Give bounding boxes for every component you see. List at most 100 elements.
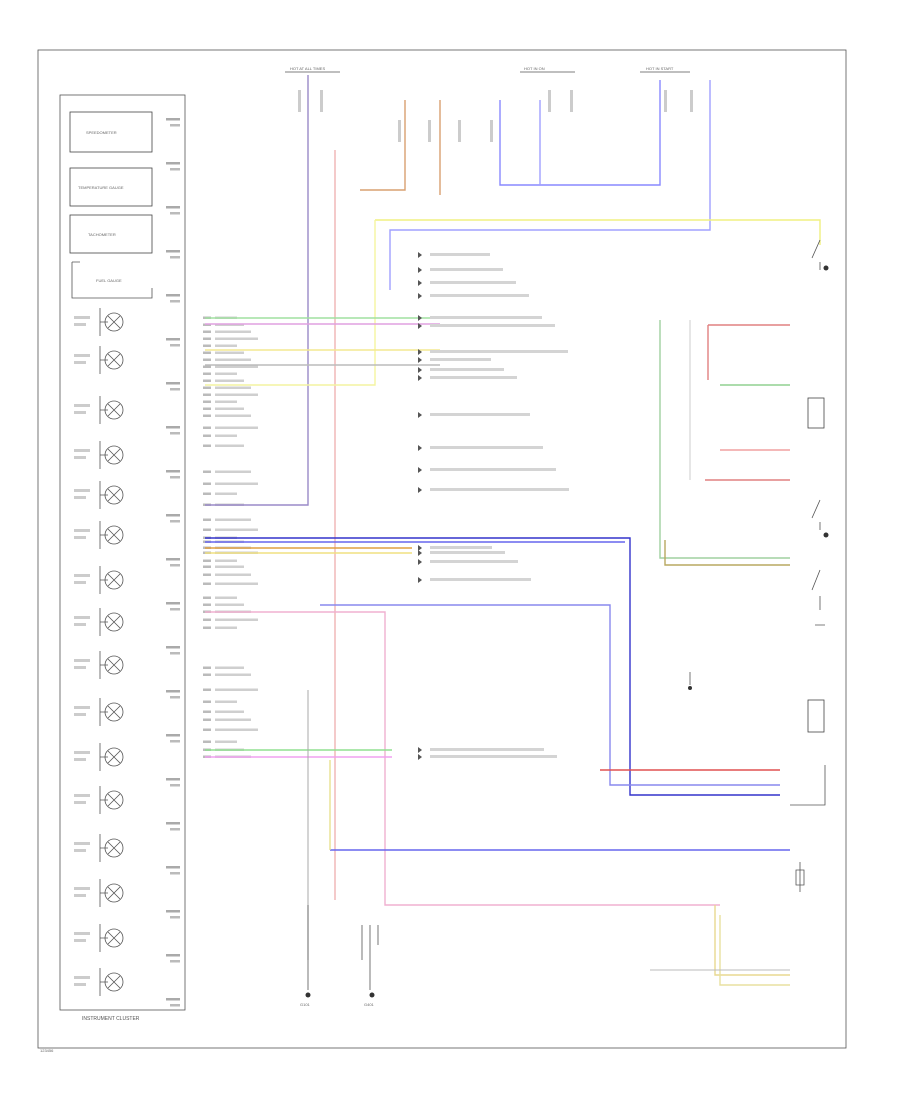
bulb-filament — [107, 403, 121, 417]
pin-mark — [166, 734, 180, 737]
module-text-mark — [430, 578, 531, 581]
bulb-icon — [104, 790, 124, 810]
bulb-name-mark — [74, 316, 90, 319]
row-pin — [203, 573, 211, 576]
module-text-mark — [430, 551, 505, 554]
pin-mark — [170, 432, 180, 435]
module-text-mark — [430, 755, 557, 758]
bulb-icon — [104, 525, 124, 545]
bulb-name-mark — [74, 894, 86, 897]
ground-points: G101 G401 — [300, 905, 379, 1007]
bulb-name-mark — [74, 849, 86, 852]
page-frame — [37, 49, 847, 1049]
pin-mark — [166, 382, 180, 385]
row-wire-label — [215, 482, 258, 485]
module-text-mark — [430, 560, 518, 563]
row-wire-label — [215, 618, 258, 621]
module-arrow — [418, 550, 422, 556]
module-text-mark — [430, 413, 530, 416]
bulb-lead — [99, 566, 108, 594]
wire-yellow-br-2 — [719, 915, 790, 986]
power-label-1: HOT AT ALL TIMES — [290, 66, 325, 71]
bulb-name-mark — [74, 529, 90, 532]
switch-top-right — [811, 239, 821, 270]
pin-mark — [170, 344, 180, 347]
pin-mark — [170, 388, 180, 391]
fuse-text-mark — [320, 90, 323, 112]
row-pin — [203, 740, 211, 743]
pin-mark — [166, 954, 180, 957]
module-arrow — [418, 357, 422, 363]
pin-mark — [166, 646, 180, 649]
pin-mark — [166, 470, 180, 473]
ground-label-g401: G401 — [364, 1002, 375, 1007]
speedometer-box — [69, 111, 153, 153]
bulb-lead — [99, 968, 108, 996]
row-wire-label — [215, 559, 237, 562]
bulb-name-mark — [74, 932, 90, 935]
fuse-text-mark — [664, 90, 667, 112]
module-arrow — [418, 487, 422, 493]
pin-mark — [166, 998, 180, 1001]
row-pin — [203, 337, 211, 340]
pin-mark — [170, 608, 180, 611]
bulb-icon — [104, 312, 124, 332]
bulb-name-mark — [74, 713, 86, 716]
bulb-icon — [104, 747, 124, 767]
cluster-pins — [166, 118, 180, 1007]
row-wire-label — [215, 386, 251, 389]
bulb-lead — [99, 834, 108, 862]
bulb-lead — [99, 924, 108, 952]
bulb-lead — [99, 698, 108, 726]
module-text-mark — [430, 268, 503, 271]
bulb-filament — [107, 750, 121, 764]
bulb-icon — [104, 928, 124, 948]
module-arrow — [418, 267, 422, 273]
module-arrow — [418, 467, 422, 473]
module-text-mark — [430, 281, 516, 284]
row-pin — [203, 323, 211, 326]
row-pin — [203, 426, 211, 429]
pin-mark — [170, 828, 180, 831]
tachometer-label: TACHOMETER — [88, 232, 116, 237]
row-pin — [203, 688, 211, 691]
bulb-filament — [107, 615, 121, 629]
bulb-icon — [104, 972, 124, 992]
fuse-text-mark — [570, 90, 573, 112]
bulb-lead — [99, 786, 108, 814]
row-wire-label — [215, 673, 251, 676]
pin-mark — [170, 168, 180, 171]
parking-brake-switch — [811, 499, 821, 530]
pin-mark — [170, 256, 180, 259]
wire-hot-at-all-times — [205, 75, 309, 506]
bulb-name-mark — [74, 887, 90, 890]
module-arrow — [418, 545, 422, 551]
row-pin — [203, 470, 211, 473]
row-wire-label — [215, 666, 244, 669]
module-arrow — [418, 375, 422, 381]
pin-mark — [170, 696, 180, 699]
row-wire-label — [215, 393, 258, 396]
pin-mark — [170, 476, 180, 479]
wire-yellow-long — [375, 219, 821, 245]
wire-pink-612 — [205, 611, 720, 906]
module-arrow — [418, 280, 422, 286]
row-pin — [203, 710, 211, 713]
module-text-mark — [430, 748, 544, 751]
row-wire-label — [215, 351, 244, 354]
row-wire-label — [215, 444, 244, 447]
row-pin — [203, 372, 211, 375]
bulb-name-mark — [74, 323, 86, 326]
fuel-gauge-label: FUEL GAUGE — [96, 278, 122, 283]
row-wire-label — [215, 710, 244, 713]
module-text-mark — [430, 468, 556, 471]
bulb-icon — [104, 400, 124, 420]
pin-mark — [166, 338, 180, 341]
wire-olive-loop — [664, 540, 790, 566]
module-arrow — [418, 445, 422, 451]
bulb-lead — [99, 396, 108, 424]
row-pin — [203, 582, 211, 585]
row-pin — [203, 393, 211, 396]
pin-mark — [166, 866, 180, 869]
wire-blue-548 — [205, 537, 780, 796]
